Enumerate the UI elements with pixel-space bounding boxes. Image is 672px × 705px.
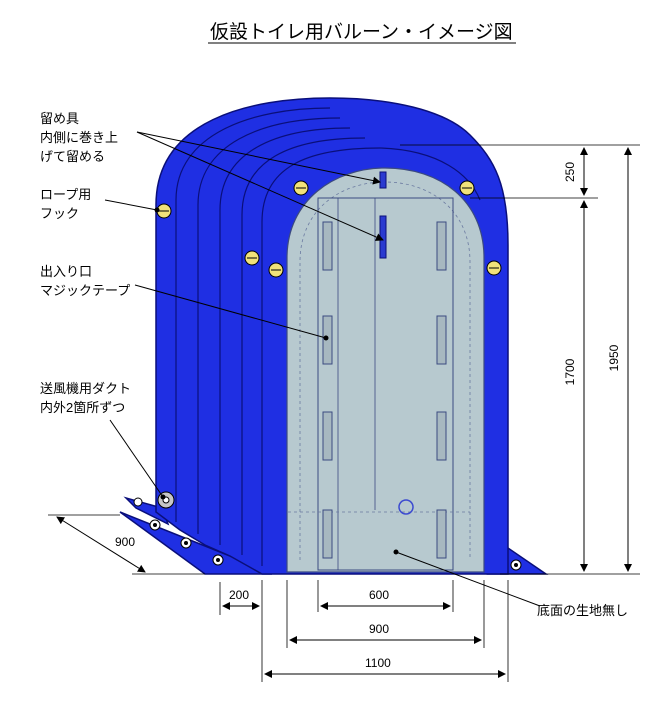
leader-floor xyxy=(395,551,541,607)
leader-door-dot xyxy=(323,335,329,341)
velcro-strip-4 xyxy=(322,509,333,559)
callout-floor: 底面の生地無し xyxy=(537,603,628,618)
dim-outer-width: 1100 xyxy=(365,656,391,670)
velcro-strip-6 xyxy=(436,315,447,365)
callout-clip-line3: げて留める xyxy=(40,149,105,164)
velcro-strip-1 xyxy=(322,221,333,271)
velcro-strip-7 xyxy=(436,411,447,461)
dim-depth: 900 xyxy=(115,535,135,549)
leader-floor-dot xyxy=(393,549,399,555)
inner-opening xyxy=(286,167,485,573)
callout-hook-line1: ロープ用 xyxy=(40,187,91,202)
leader-clip-top xyxy=(136,131,381,185)
callout-hook-line2: フック xyxy=(40,206,79,221)
velcro-strip-5 xyxy=(436,221,447,271)
callout-clip-line1: 留め具 xyxy=(40,111,79,126)
leader-duct-dot xyxy=(160,494,166,500)
rib-2 xyxy=(197,117,341,534)
callout-clip-line2: 内側に巻き上 xyxy=(40,130,118,145)
dim-top-height: 250 xyxy=(563,162,577,182)
dim-total-height: 1950 xyxy=(607,344,621,371)
clip-strap-top xyxy=(379,171,387,189)
dim-line-depth xyxy=(56,516,146,573)
rib-4 xyxy=(241,137,366,555)
leader-clip-inner xyxy=(136,131,384,241)
velcro-strip-8 xyxy=(436,509,447,559)
callout-door-line2: マジックテープ xyxy=(40,283,130,298)
callout-duct-line2: 内外2箇所ずつ xyxy=(40,400,125,415)
dim-wall-width: 200 xyxy=(229,588,249,602)
leader-duct xyxy=(109,419,164,498)
dim-door-width: 600 xyxy=(369,588,389,602)
rib-5 xyxy=(261,147,381,566)
diagram-title: 仮設トイレ用バルーン・イメージ図 xyxy=(210,21,513,43)
dim-inner-width: 900 xyxy=(369,622,389,636)
velcro-strip-3 xyxy=(322,411,333,461)
leader-door xyxy=(134,284,327,339)
leader-hook-dot xyxy=(154,207,160,213)
rib-1 xyxy=(175,107,331,522)
callout-door-line1: 出入り口 xyxy=(40,264,92,279)
hook-icon xyxy=(156,180,502,278)
dim-door-height: 1700 xyxy=(563,358,577,385)
leader-hook xyxy=(104,199,158,211)
rib-top xyxy=(379,147,481,201)
callout-duct-line1: 送風機用ダクト xyxy=(40,381,131,396)
duct-inner-icon xyxy=(398,499,414,515)
clip-strap-inner xyxy=(379,215,387,259)
toilet-box xyxy=(317,197,454,571)
rib-3 xyxy=(219,127,351,545)
peg-ring-icon xyxy=(133,497,522,571)
